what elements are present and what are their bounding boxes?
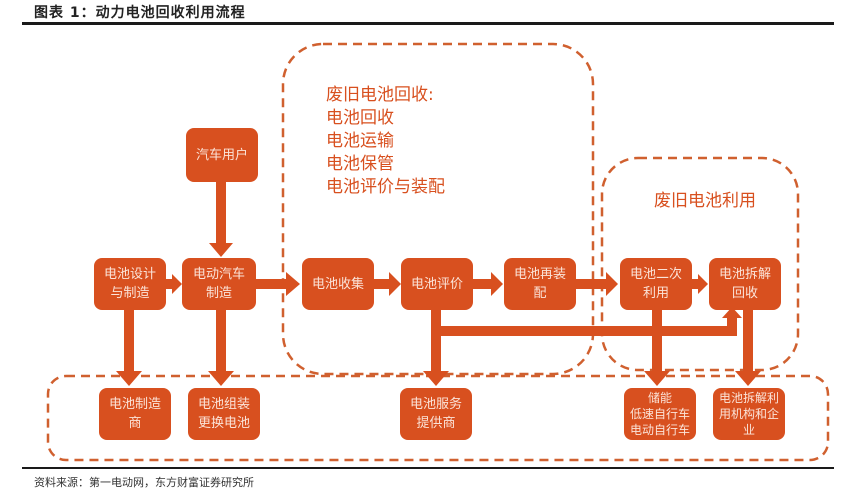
arrow-reassembly-to-secondary [574, 279, 608, 289]
arrow-head [735, 371, 761, 386]
arrow-secondary-down [652, 309, 662, 373]
arrow-head [644, 371, 670, 386]
node-car-user: 汽车用户 [186, 128, 258, 182]
node-battery-evaluation: 电池评价 [401, 258, 473, 310]
arrow-head [423, 371, 449, 386]
arrow-head [209, 243, 233, 257]
node-battery-design: 电池设计 与制造 [94, 258, 166, 310]
node-battery-swap: 电池组装 更换电池 [188, 388, 260, 440]
group-utilization-border [600, 156, 800, 372]
group-bottom-border [46, 374, 830, 462]
arrow-head [116, 371, 142, 386]
node-battery-collection: 电池收集 [302, 258, 374, 310]
arrow-eval-branch-up [727, 318, 737, 336]
arrow-ev-to-collection [254, 279, 288, 289]
arrow-head [172, 274, 182, 294]
source-note: 资料来源：第一电动网，东方财富证券研究所 [34, 476, 254, 489]
arrow-secondary-to-dismantle [688, 279, 700, 289]
arrow-head [606, 272, 618, 296]
group-recycling-label: 废旧电池回收: 电池回收 电池运输 电池保管 电池评价与装配 [326, 85, 445, 197]
top-rule [22, 22, 834, 25]
arrow-design-to-ev [164, 279, 174, 289]
node-secondary-use: 电池二次 利用 [620, 258, 692, 310]
arrow-eval-to-reassembly [471, 279, 493, 289]
arrow-head [286, 272, 300, 296]
arrow-eval-branch [431, 326, 735, 336]
node-battery-maker: 电池制造 商 [99, 388, 171, 440]
arrow-dismantle-down [743, 309, 753, 373]
arrow-head [698, 274, 708, 294]
arrow-head [491, 272, 503, 296]
figure-title: 图表 1：动力电池回收利用流程 [34, 5, 246, 21]
bottom-rule [22, 467, 834, 469]
arrow-ev-down [216, 309, 226, 373]
arrow-eval-down [431, 309, 441, 373]
node-battery-reassembly: 电池再装 配 [504, 258, 576, 310]
arrow-collection-to-eval [373, 279, 391, 289]
arrow-head [208, 371, 234, 386]
arrow-head [722, 307, 742, 318]
node-dismantle-recycle: 电池拆解 回收 [709, 258, 781, 310]
node-service-provider: 电池服务 提供商 [400, 388, 472, 440]
arrow-head [389, 272, 401, 296]
node-ev-manufacturing: 电动汽车 制造 [182, 258, 256, 310]
arrow-design-down [124, 309, 134, 373]
node-storage-ebike: 储能 低速自行车 电动自行车 [624, 388, 696, 440]
node-dismantle-org: 电池拆解利 用机构和企 业 [713, 388, 785, 440]
group-utilization-label: 废旧电池利用 [654, 191, 756, 211]
arrow-car-user-to-ev [216, 182, 226, 244]
